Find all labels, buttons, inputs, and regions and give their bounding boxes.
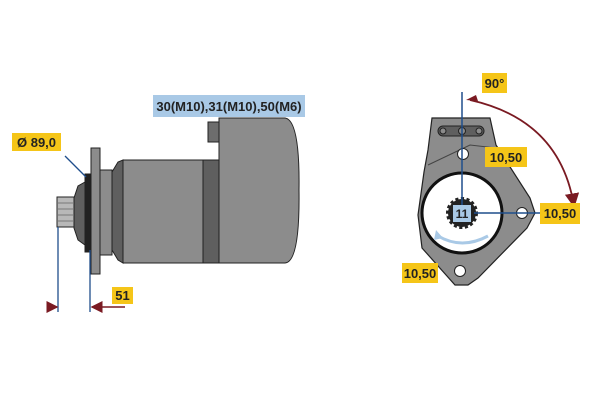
diameter-leader bbox=[64, 155, 87, 178]
terminals-label: 30(M10),31(M10),50(M6) bbox=[153, 95, 305, 117]
hole-bottom bbox=[454, 265, 466, 277]
flange-hub bbox=[99, 169, 113, 256]
solenoid-tab bbox=[207, 121, 220, 143]
pinion-teeth-label: 11 bbox=[453, 205, 471, 222]
motor-body bbox=[122, 159, 206, 264]
hole-top bbox=[457, 148, 469, 160]
diameter-label: Ø 89,0 bbox=[12, 133, 61, 151]
front-view bbox=[417, 92, 580, 286]
side-dimensions bbox=[46, 155, 125, 313]
hole-right-label: 10,50 bbox=[540, 203, 580, 224]
mounting-flange bbox=[90, 147, 101, 275]
angle-arc bbox=[469, 99, 580, 208]
angle-label: 90° bbox=[482, 73, 507, 93]
solenoid-body bbox=[218, 117, 300, 264]
flange-distance-label: 51 bbox=[112, 287, 133, 304]
hole-top-label: 10,50 bbox=[485, 147, 527, 167]
drive-nose bbox=[73, 181, 86, 246]
side-view-motor bbox=[56, 117, 300, 275]
flange-face bbox=[84, 173, 92, 253]
motor-band bbox=[202, 159, 220, 264]
pinion bbox=[56, 196, 75, 228]
hole-bottom-label: 10,50 bbox=[402, 263, 438, 283]
motor-taper bbox=[111, 159, 124, 264]
